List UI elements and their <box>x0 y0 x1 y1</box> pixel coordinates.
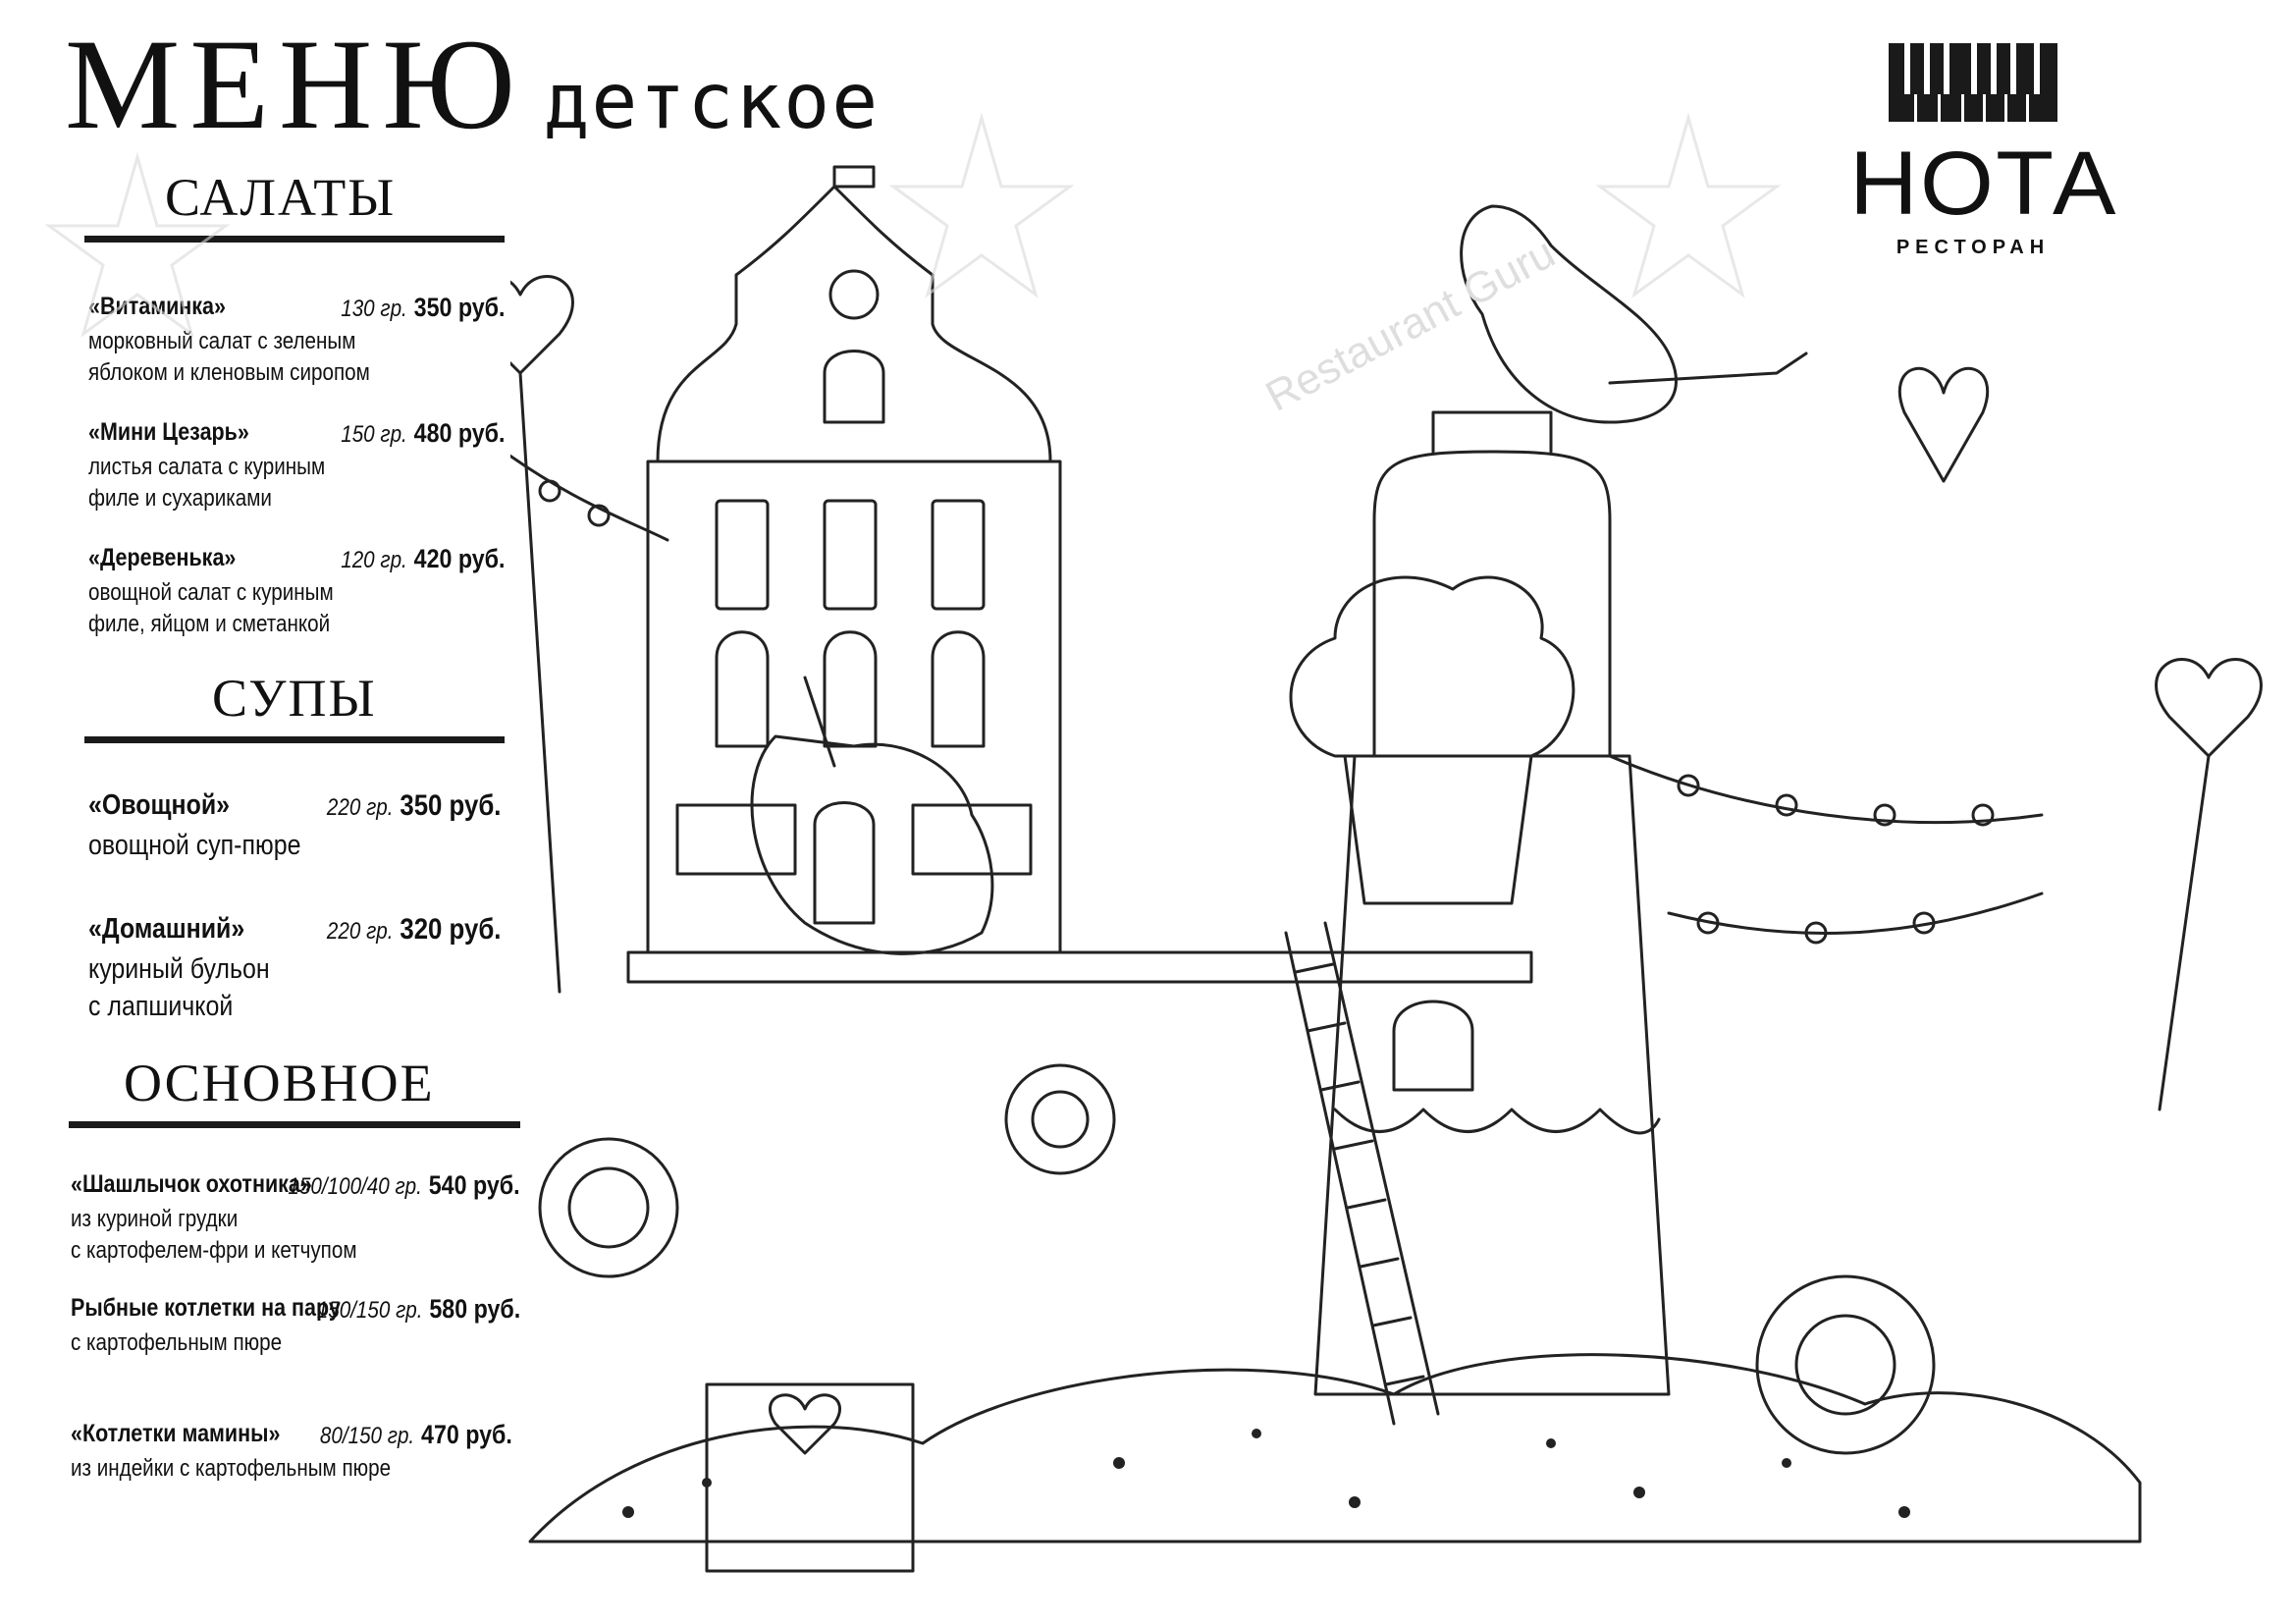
item-name: Рыбные котлетки на пару <box>71 1294 341 1322</box>
item-description: овощной салат с куриным филе, яйцом и см… <box>88 579 334 637</box>
item-description: из индейки с картофельным пюре <box>71 1455 392 1482</box>
item-price: 540 руб. <box>429 1170 520 1200</box>
item-name: «Мини Цезарь» <box>88 418 249 446</box>
item-price: 470 руб. <box>421 1420 512 1449</box>
item-weight: 150/150 гр. <box>316 1297 423 1324</box>
title-subtitle: детское <box>543 58 881 146</box>
page-title: МЕНЮ детское <box>65 20 880 149</box>
title-main: МЕНЮ <box>65 12 525 156</box>
item-price: 580 руб. <box>429 1294 520 1324</box>
menu-item: Рыбные котлетки на пару 150/150 гр.580 р… <box>71 1294 520 1359</box>
flowers <box>538 1063 1936 1573</box>
item-weight: 80/150 гр. <box>320 1423 415 1449</box>
item-weight: 150 гр. <box>340 421 407 448</box>
section-title-main: ОСНОВНОЕ <box>124 1054 435 1112</box>
house <box>626 165 1533 984</box>
item-name: «Витаминка» <box>88 293 226 320</box>
section-divider <box>69 1121 520 1128</box>
section-divider <box>84 236 505 243</box>
item-name: «Овощной» <box>88 789 231 821</box>
item-name: «Котлетки мамины» <box>71 1420 281 1447</box>
item-description: овощной суп-пюре <box>88 830 301 861</box>
item-description: из куриной грудки с картофелем-фри и кет… <box>71 1206 357 1264</box>
item-description: морковный салат с зеленым яблоком и клен… <box>88 328 370 386</box>
restaurant-logo: НОТА РЕСТОРАН <box>1849 37 2115 259</box>
piano-keys-icon <box>1889 43 2057 122</box>
item-price: 420 руб. <box>413 544 505 573</box>
menu-item: «Шашлычок охотника» 150/100/40 гр.540 ру… <box>71 1170 520 1267</box>
logo-subtitle: РЕСТОРАН <box>1896 237 2051 258</box>
section-divider <box>84 736 505 743</box>
section-title-soups: СУПЫ <box>212 669 377 728</box>
hill-dots <box>622 1429 1910 1518</box>
watermark-text: Restaurant Guru <box>1258 229 1563 421</box>
item-name: «Домашний» <box>88 913 245 945</box>
item-price: 320 руб. <box>399 913 501 946</box>
menu-item: «Домашний» 220 гр.320 руб. куриный бульо… <box>88 913 501 1025</box>
item-price: 350 руб. <box>413 293 505 322</box>
logo-name: НОТА <box>1849 134 2118 234</box>
item-weight: 220 гр. <box>326 794 394 821</box>
item-weight: 220 гр. <box>326 918 394 945</box>
house-windows <box>675 499 1033 925</box>
item-description: с картофельным пюре <box>71 1329 283 1356</box>
menu-item: «Витаминка» 130 гр.350 руб. морковный са… <box>88 293 505 389</box>
bunting <box>510 454 2044 945</box>
birds <box>750 204 1808 955</box>
coloring-illustration <box>510 165 2263 1573</box>
item-name: «Деревенька» <box>88 544 237 571</box>
menu-item: «Котлетки мамины» 80/150 гр.470 руб. из … <box>71 1420 512 1485</box>
item-price: 350 руб. <box>399 789 501 822</box>
item-description: куриный бульон с лапшичкой <box>88 953 270 1022</box>
menu-item: «Деревенька» 120 гр.420 руб. овощной сал… <box>88 544 505 640</box>
cupcake <box>1289 575 1575 905</box>
item-weight: 150/100/40 гр. <box>288 1173 423 1200</box>
item-weight: 130 гр. <box>340 296 407 322</box>
item-weight: 120 гр. <box>340 547 407 573</box>
menu-item: «Мини Цезарь» 150 гр.480 руб. листья сал… <box>88 418 505 514</box>
item-price: 480 руб. <box>413 418 505 448</box>
cake-tower <box>1313 410 1671 1396</box>
menu-item: «Овощной» 220 гр.350 руб. овощной суп-пю… <box>88 789 501 864</box>
heart-lollipops <box>510 275 2263 1111</box>
item-name: «Шашлычок охотника» <box>71 1170 312 1198</box>
ladder <box>1284 921 1440 1426</box>
section-title-salads: САЛАТЫ <box>165 168 397 227</box>
item-description: листья салата с куриным филе и сухарикам… <box>88 454 326 512</box>
